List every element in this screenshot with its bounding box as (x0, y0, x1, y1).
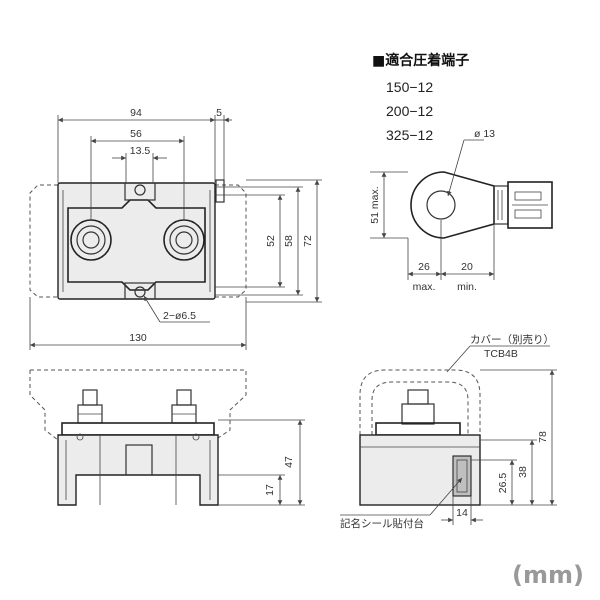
lug-dim-20: 20 (461, 261, 473, 273)
dim-94: 94 (130, 107, 142, 119)
terminal-item: 200−12 (386, 103, 433, 119)
front-view: 47 17 (29, 369, 305, 506)
dim-78: 78 (537, 431, 549, 443)
lug-ring (410, 171, 495, 239)
lug-phi-label: ø 13 (474, 128, 495, 140)
dim-5: 5 (216, 107, 222, 119)
lug-sleeve (507, 181, 553, 229)
dim-56: 56 (130, 128, 142, 140)
mount-hole-bottom (134, 286, 146, 298)
front-screw-left (77, 389, 103, 424)
label-platform (452, 455, 472, 497)
front-body (57, 434, 219, 506)
side-view: カバー（別売り） TCB4B 78 38 26.5 14 記名シール貼付台 (340, 333, 557, 530)
unit-label: (mm) (512, 561, 584, 589)
top-view: 94 5 56 13.5 52 58 72 130 (29, 107, 322, 350)
lug-dim-51: 51 max. (369, 186, 381, 223)
dim-13-5: 13.5 (130, 145, 151, 157)
front-cover-outline (29, 369, 247, 441)
crimp-lug-drawing: ø 13 51 max. 26 max. 20 min. (369, 128, 553, 293)
dim-47: 47 (283, 456, 295, 468)
terminals-heading: ■適合圧着端子 (372, 52, 469, 69)
front-bus-bar (61, 422, 215, 436)
crimp-terminal-list: ■適合圧着端子 150−12 200−12 325−12 (372, 52, 469, 143)
cover-outline-left (29, 184, 58, 298)
side-cover-outline (359, 369, 481, 435)
front-screw-right (171, 389, 197, 424)
lug-dim-20-note: min. (457, 281, 477, 293)
dim-38: 38 (517, 466, 529, 478)
lug-hole (426, 190, 456, 220)
label-area-text: 記名シール貼付台 (340, 517, 424, 530)
lug-dim-26-note: max. (413, 281, 436, 293)
side-bus-bar (375, 422, 461, 436)
cover-model: TCB4B (484, 348, 518, 360)
lug-barrel (493, 185, 509, 225)
dim-26-5: 26.5 (497, 473, 509, 494)
dim-58: 58 (283, 235, 295, 247)
dim-130: 130 (129, 332, 147, 344)
dim-17: 17 (264, 484, 276, 496)
dim-14: 14 (456, 507, 468, 519)
holes-label: 2−ø6.5 (163, 310, 196, 322)
dim-52: 52 (265, 235, 277, 247)
lug-dim-26: 26 (418, 261, 430, 273)
terminal-item: 325−12 (386, 127, 433, 143)
dim-72: 72 (302, 235, 314, 247)
cover-label: カバー（別売り） (470, 333, 554, 346)
mount-hole-top (134, 184, 146, 196)
terminal-item: 150−12 (386, 79, 433, 95)
